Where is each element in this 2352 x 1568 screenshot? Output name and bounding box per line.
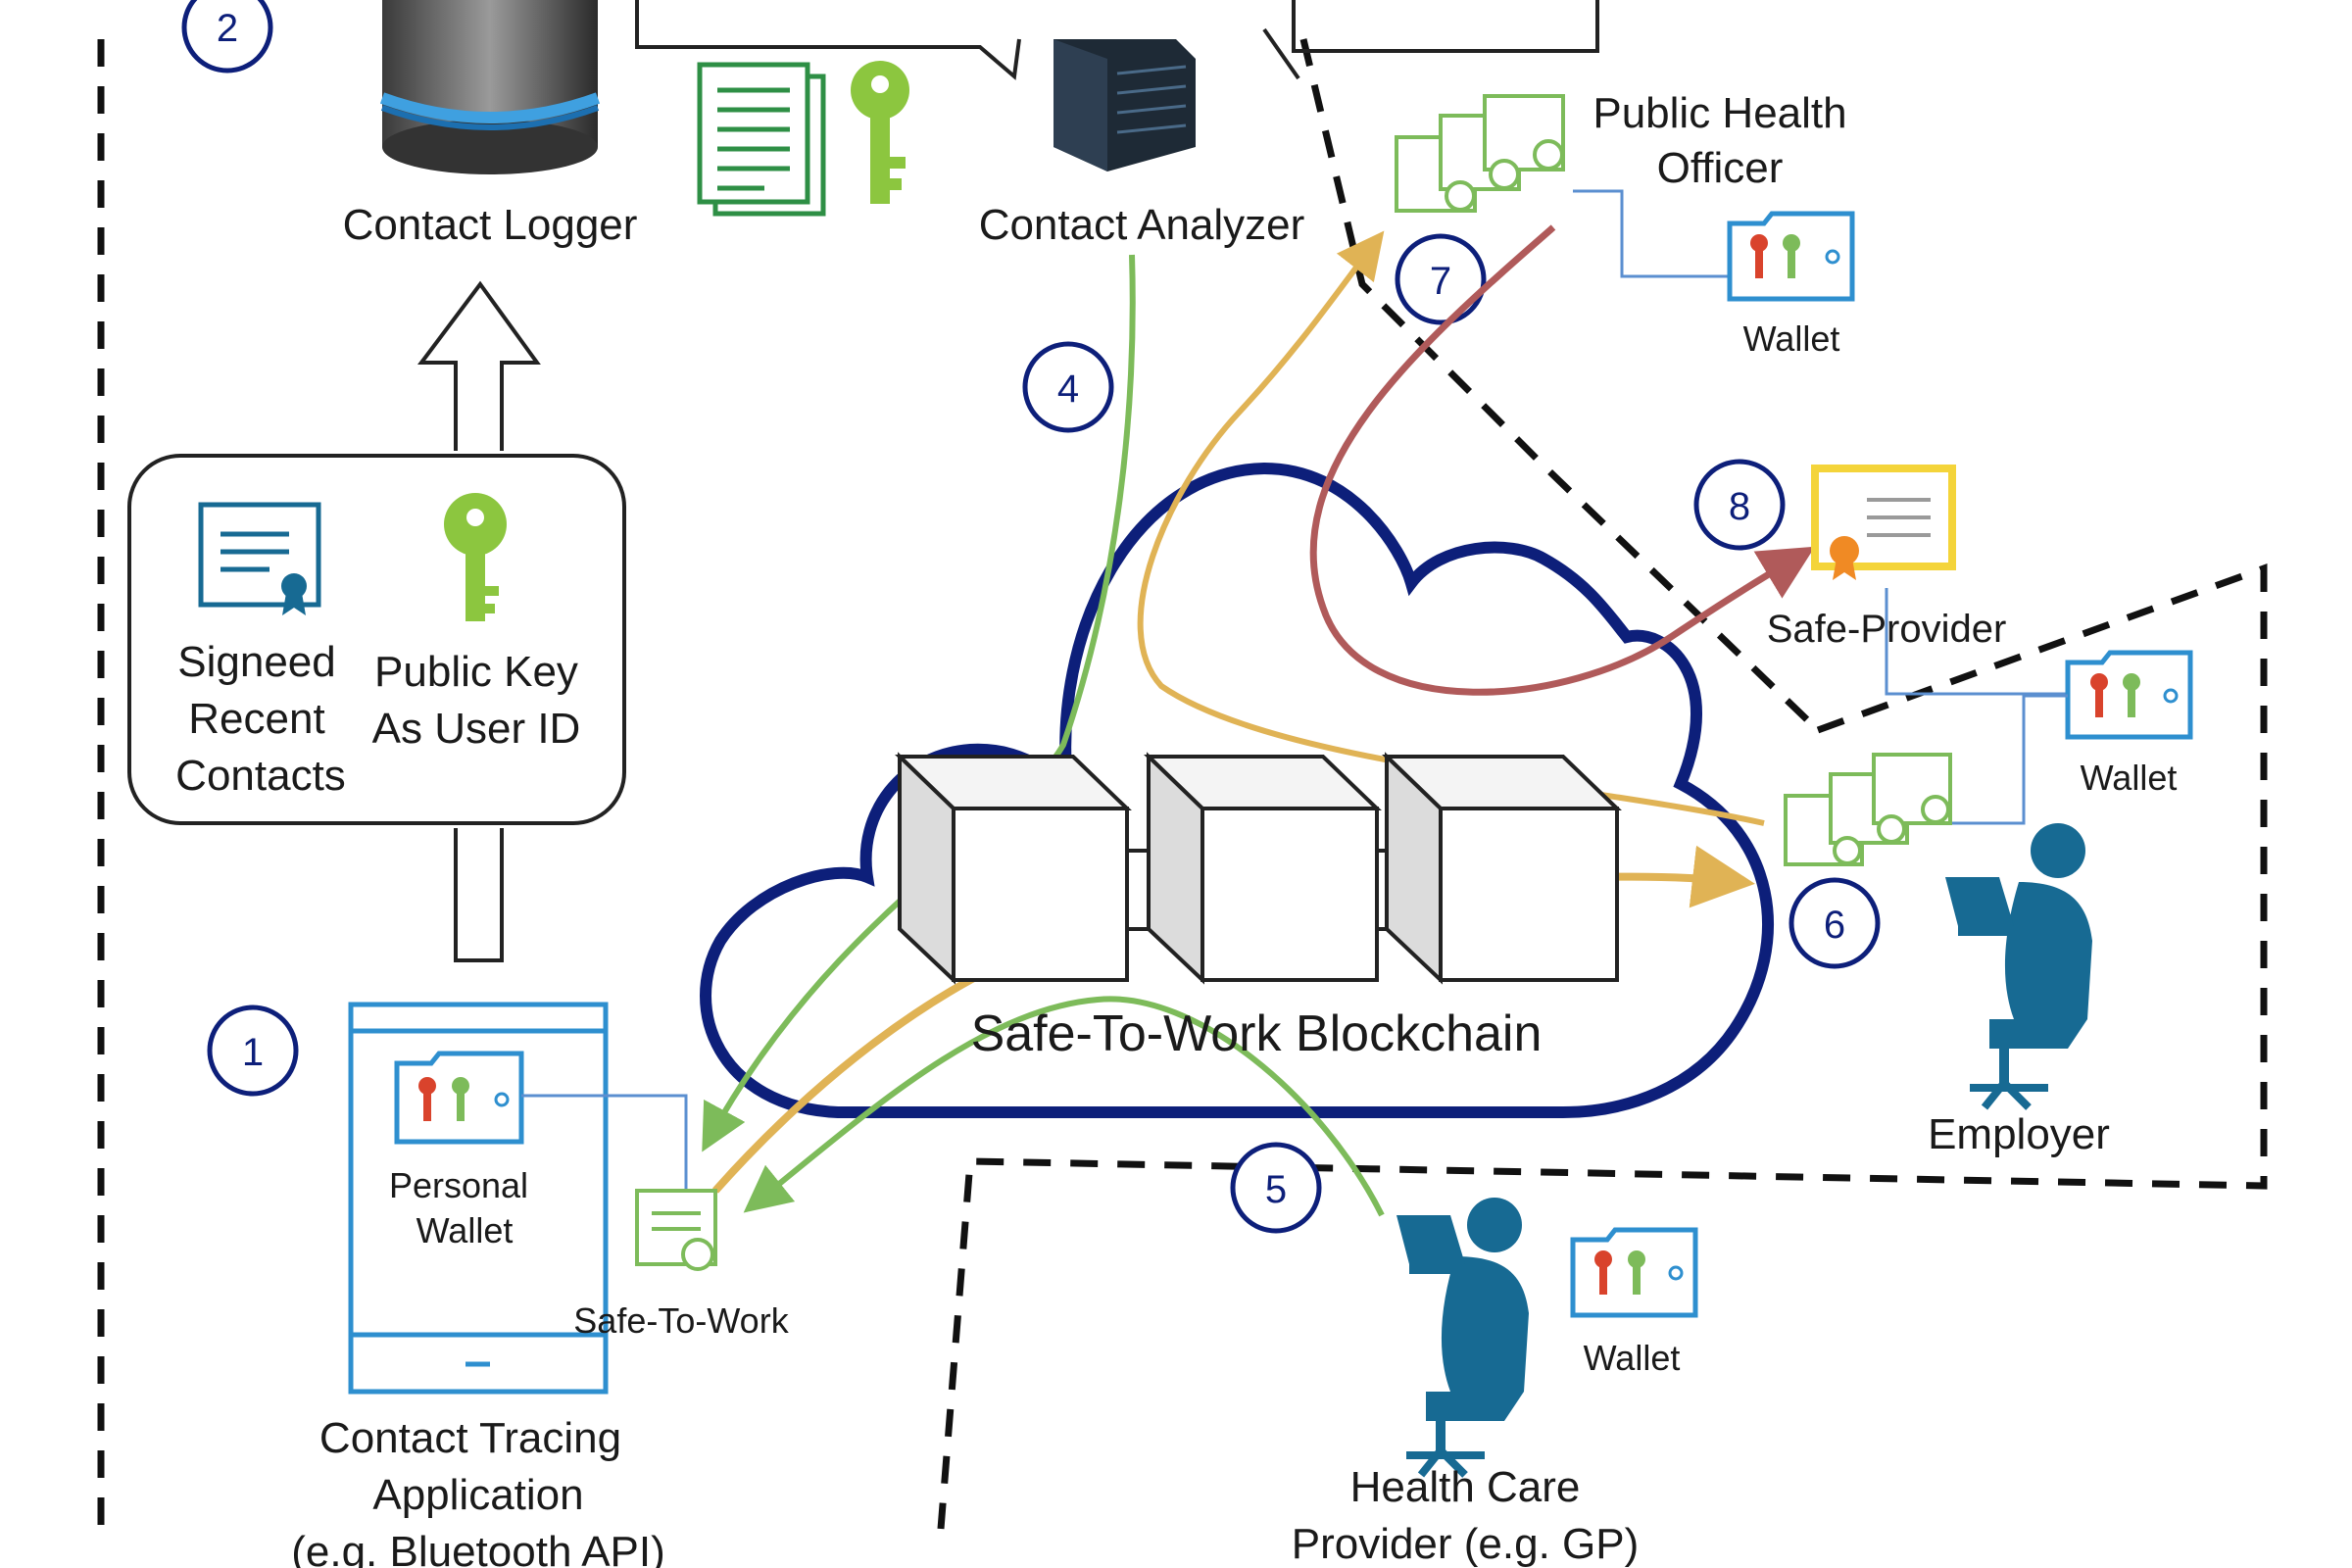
wallet-icon (394, 1051, 524, 1145)
svg-text:2: 2 (217, 7, 238, 50)
server-icon (1054, 39, 1196, 172)
svg-text:8: 8 (1729, 485, 1750, 528)
public-health-officer-label-2: Officer (1657, 144, 1784, 192)
signed-contacts-label-1: Signeed (177, 638, 335, 686)
database-icon (379, 0, 601, 174)
safe-to-work-label: Safe-To-Work (573, 1300, 789, 1341)
certificate-icon (635, 1189, 717, 1271)
health-care-provider: Wallet Health Care Provider (e.g. GP) (1292, 1198, 1698, 1568)
svg-text:7: 7 (1430, 260, 1451, 303)
health-care-label-2: Provider (e.g. GP) (1292, 1520, 1640, 1568)
employer: Wallet Employer (1784, 650, 2193, 1158)
svg-text:5: 5 (1265, 1168, 1287, 1211)
public-health-officer-wallet-label: Wallet (1743, 318, 1840, 359)
blockchain-blocks: Safe-To-Work Blockchain (895, 752, 1622, 1062)
step-2-marker: 2 (181, 0, 273, 74)
block-3 (1382, 752, 1622, 985)
employer-wallet-label: Wallet (2081, 758, 2178, 798)
block-2 (1144, 752, 1382, 985)
health-care-wallet-label: Wallet (1584, 1338, 1681, 1378)
contact-tracing-label-3: (e.g. Bluetooth API) (291, 1528, 665, 1568)
step-6-marker: 6 (1788, 877, 1881, 969)
step-4-marker: 4 (1022, 341, 1114, 433)
step-1-marker: 1 (207, 1004, 299, 1097)
key-icon (851, 61, 909, 204)
signed-contacts-box: Signeed Recent Contacts Public Key As Us… (127, 280, 626, 962)
contact-logger: Contact Logger (343, 0, 638, 249)
person-laptop-icon (1396, 1198, 1529, 1478)
public-key-label-1: Public Key (374, 648, 578, 696)
safe-provider: Safe-Provider (1767, 465, 2068, 696)
certificate-icon (1784, 753, 1952, 866)
contact-tracing-label-2: Application (372, 1471, 583, 1519)
blockchain-label: Safe-To-Work Blockchain (971, 1005, 1543, 1062)
key-icon (444, 493, 507, 621)
svg-text:1: 1 (242, 1031, 264, 1074)
contact-tracing-label-1: Contact Tracing (319, 1414, 621, 1462)
wallet-icon (2065, 650, 2193, 740)
certificate-icon (198, 502, 321, 615)
contact-analyzer-label: Contact Analyzer (979, 201, 1305, 249)
certificate-icon (1395, 94, 1565, 213)
step-5-marker: 5 (1230, 1142, 1322, 1234)
signed-contacts-label-3: Contacts (175, 752, 346, 800)
personal-wallet-label-1: Personal (389, 1165, 528, 1205)
contact-tracing-application: Personal Wallet Safe-To-Work Contact Tra… (291, 1002, 790, 1568)
document-icon (697, 62, 826, 217)
step-8-marker: 8 (1693, 459, 1786, 551)
wallet-icon (1570, 1227, 1698, 1318)
boundary-lines (97, 38, 2268, 1539)
contact-analyzer: Contact Analyzer (979, 39, 1305, 249)
certificate-icon (1811, 465, 1956, 580)
svg-text:6: 6 (1824, 904, 1845, 947)
person-laptop-icon (1945, 823, 2092, 1110)
public-key-label-2: As User ID (372, 705, 581, 753)
step-7-marker: 7 (1395, 233, 1487, 325)
block-1 (895, 752, 1132, 985)
public-health-officer-label-1: Public Health (1592, 89, 1846, 137)
wallet-icon (1727, 211, 1855, 302)
public-health-officer: Public Health Officer Wallet (1395, 89, 1855, 359)
signed-contacts-label-2: Recent (188, 695, 324, 743)
employer-label: Employer (1928, 1110, 2110, 1158)
svg-text:4: 4 (1057, 368, 1079, 411)
personal-wallet-label-2: Wallet (416, 1210, 514, 1250)
contact-logger-label: Contact Logger (343, 201, 638, 249)
callout-boxes (635, 0, 1599, 80)
health-care-label-1: Health Care (1350, 1463, 1581, 1511)
